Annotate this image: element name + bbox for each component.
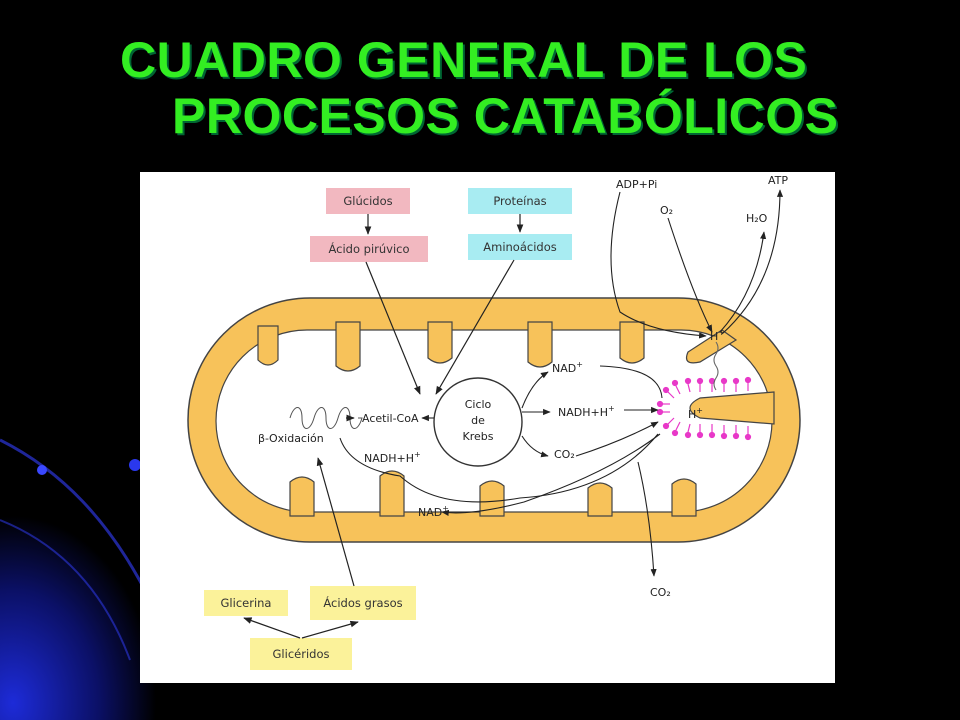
svg-text:Glicéridos: Glicéridos bbox=[273, 647, 330, 661]
adp-pi-label: ADP+Pi bbox=[616, 178, 657, 191]
h-plus-upper-label: H+ bbox=[710, 328, 725, 343]
crista-upper-right bbox=[685, 329, 738, 364]
slide-title: CUADRO GENERAL DE LOS PROCESOS CATABÓLIC… bbox=[120, 32, 920, 144]
diagram-panel: Glúcidos Ácido pirúvico Proteínas Aminoá… bbox=[140, 172, 835, 683]
nadh-right-label: NADH+H+ bbox=[558, 404, 615, 419]
title-line-2: PROCESOS CATABÓLICOS bbox=[172, 88, 839, 144]
nad-bottom-label: NAD+ bbox=[418, 504, 449, 519]
svg-text:Glúcidos: Glúcidos bbox=[343, 194, 392, 208]
crista-right bbox=[689, 391, 775, 425]
cristae-bottom bbox=[289, 470, 697, 517]
atp-label: ATP bbox=[768, 174, 788, 187]
krebs-cycle bbox=[433, 377, 523, 467]
mitochondria-diagram: Glúcidos Ácido pirúvico Proteínas Aminoá… bbox=[187, 174, 801, 670]
h2o-label: H₂O bbox=[746, 212, 768, 225]
svg-text:Aminoácidos: Aminoácidos bbox=[483, 240, 556, 254]
o2-label: O₂ bbox=[660, 204, 673, 217]
acido-piruvico-box: Ácido pirúvico bbox=[310, 236, 428, 262]
svg-text:Proteínas: Proteínas bbox=[493, 194, 546, 208]
gliceridos-box: Glicéridos bbox=[250, 638, 352, 670]
glucidos-box: Glúcidos bbox=[326, 188, 410, 214]
co2-inner-label: CO₂ bbox=[554, 448, 575, 461]
svg-text:Ácido pirúvico: Ácido pirúvico bbox=[328, 241, 409, 256]
atp-synthase-particles bbox=[656, 376, 752, 441]
svg-text:Glicerina: Glicerina bbox=[221, 596, 272, 610]
co2-out-label: CO₂ bbox=[650, 586, 671, 599]
aminoacidos-box: Aminoácidos bbox=[468, 234, 572, 260]
beta-oxidacion-label: β-Oxidación bbox=[258, 432, 324, 445]
svg-text:Ácidos grasos: Ácidos grasos bbox=[323, 595, 402, 610]
cristae-top bbox=[257, 321, 645, 372]
krebs-label-3: Krebs bbox=[463, 430, 494, 443]
input-arrows bbox=[243, 214, 524, 639]
process-arrows bbox=[339, 189, 784, 577]
nadh-left-label: NADH+H+ bbox=[364, 450, 421, 465]
krebs-label-2: de bbox=[471, 414, 485, 427]
nad-top-label: NAD+ bbox=[552, 360, 583, 375]
title-line-1: CUADRO GENERAL DE LOS bbox=[120, 32, 808, 88]
h-plus-lower-label: H+ bbox=[688, 406, 703, 421]
acidos-grasos-box: Ácidos grasos bbox=[310, 586, 416, 620]
acetil-coa-label: Acetil-CoA bbox=[362, 412, 419, 425]
krebs-label-1: Ciclo bbox=[465, 398, 492, 411]
glicerina-box: Glicerina bbox=[204, 590, 288, 616]
proteinas-box: Proteínas bbox=[468, 188, 572, 214]
